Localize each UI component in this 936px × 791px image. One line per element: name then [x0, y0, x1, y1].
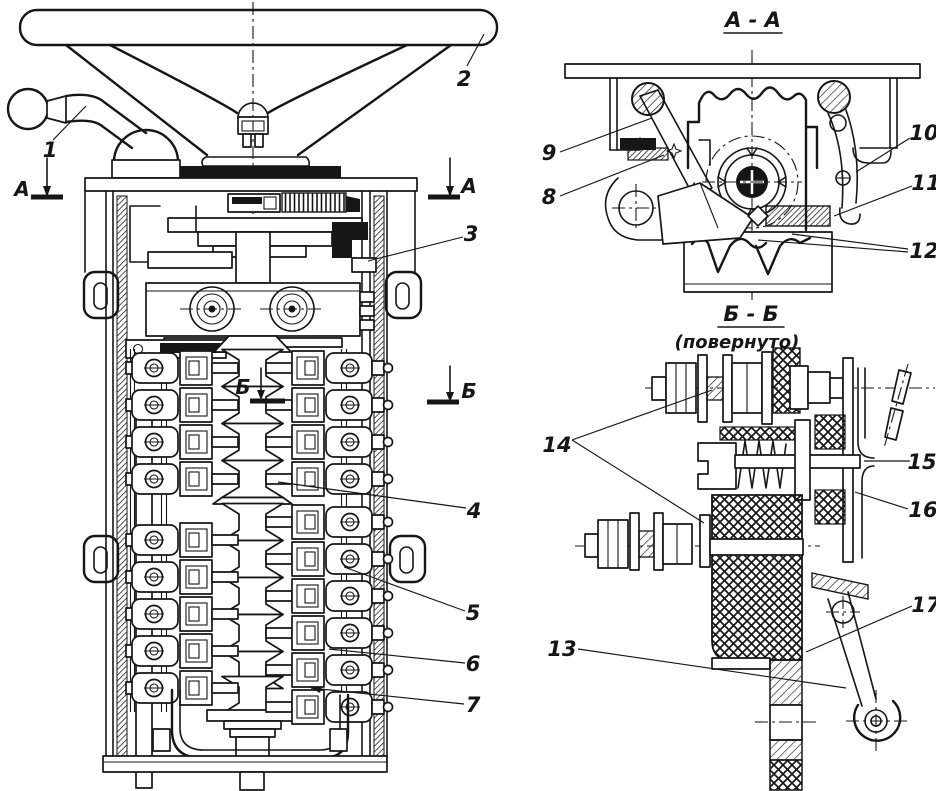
handle-lever — [6, 87, 181, 179]
cam-drum — [206, 335, 311, 760]
upper-mechanism — [129, 192, 377, 284]
section-aa-title: А - А — [723, 8, 783, 34]
callout-7: 7 — [466, 693, 481, 717]
housing-bottom — [102, 688, 388, 791]
bb-segment-stem — [755, 659, 818, 791]
pawl-spring-8 — [627, 147, 669, 161]
base-plate — [102, 755, 388, 773]
section-bb-title-text: Б - Б — [723, 302, 778, 326]
bb-roller-lever — [811, 572, 908, 753]
callout-16: 16 — [908, 498, 936, 522]
callout-11: 11 — [911, 171, 936, 195]
aa-bolt-right — [817, 80, 851, 114]
aa-lever-9 — [639, 89, 754, 245]
callout-4: 4 — [466, 499, 482, 523]
callout-3: 3 — [464, 222, 479, 246]
section-aa-title-text: А - А — [723, 8, 781, 32]
callout-14: 14 — [542, 433, 571, 457]
section-marker-a-left: А — [12, 157, 63, 201]
aa-star-wheel — [683, 86, 833, 293]
marker-letter-a-right: А — [459, 174, 476, 198]
main-view: А А Б — [6, 2, 499, 791]
return-spring — [281, 192, 347, 213]
aa-spring-11 — [765, 205, 831, 227]
callout-6: 6 — [466, 652, 481, 676]
callout-1: 1 — [43, 138, 58, 162]
dome-boss — [112, 128, 180, 164]
section-marker-a-right: А — [428, 157, 477, 200]
callout-15: 15 — [907, 450, 936, 474]
marker-letter-b-right: Б — [461, 379, 476, 403]
callout-17: 17 — [911, 593, 936, 617]
hex-bolt-right — [260, 286, 324, 332]
main-view-callouts: 1 2 3 4 5 6 7 — [43, 33, 485, 717]
bb-lower-bolt — [575, 512, 820, 571]
callout-13: 13 — [547, 637, 576, 661]
section-bb-subtitle-text: (повернуто) — [675, 332, 800, 353]
marker-letter-b-inner: Б — [235, 375, 250, 399]
handwheel — [18, 8, 499, 181]
section-bb-title: Б - Б (повернуто) — [675, 302, 800, 353]
handle-knob — [6, 87, 50, 131]
callout-10: 10 — [909, 121, 936, 145]
bb-spring-unit — [697, 414, 861, 525]
aa-top-plate — [564, 63, 921, 79]
bb-segment-strip — [883, 363, 912, 449]
callout-12: 12 — [909, 239, 936, 263]
section-marker-b-inner: Б — [235, 367, 285, 404]
mounting-plate — [84, 177, 418, 192]
aa-right-side — [747, 77, 898, 227]
callout-2: 2 — [457, 67, 472, 91]
bb-insulator — [709, 494, 818, 791]
section-bb-callouts: 14 15 16 17 13 — [542, 389, 936, 689]
bb-roller-outer — [853, 699, 902, 742]
aa-left-bracket — [604, 77, 669, 241]
callout-9: 9 — [542, 141, 557, 165]
hex-bolt-left — [180, 286, 244, 332]
marker-letter-a-left: А — [12, 177, 29, 201]
bb-adjust-screw — [697, 442, 737, 490]
main-shaft — [235, 231, 271, 284]
callout-5: 5 — [466, 601, 481, 625]
shaft-stub — [239, 771, 265, 791]
callout-8: 8 — [542, 185, 557, 209]
section-marker-b-right: Б — [427, 365, 477, 405]
section-aa-callouts: 9 8 10 11 12 — [542, 117, 936, 263]
section-aa-view: А - А — [542, 8, 936, 300]
section-bb-view: Б - Б (повернуто) — [542, 302, 936, 791]
